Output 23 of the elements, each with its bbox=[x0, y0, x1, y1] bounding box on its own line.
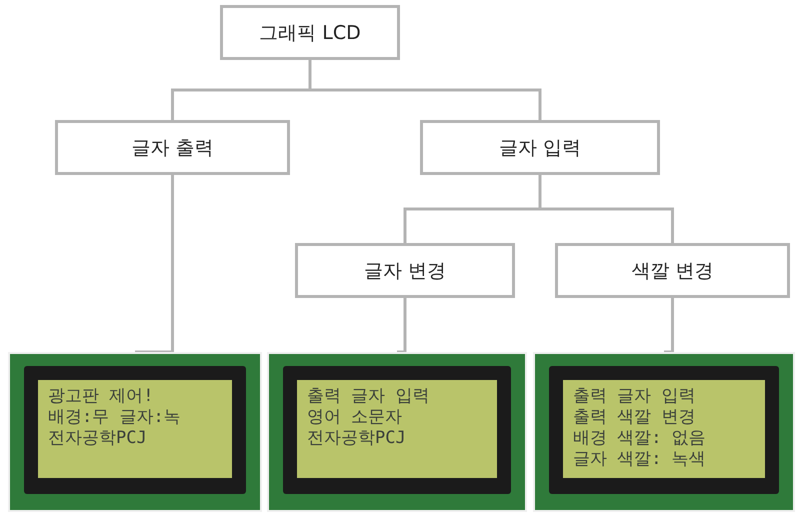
connector-line bbox=[134, 175, 174, 354]
connector-line bbox=[308, 60, 542, 120]
connector-line bbox=[396, 298, 406, 354]
lcd-photo bbox=[267, 352, 527, 512]
process-box: 색깔 변경 bbox=[555, 243, 790, 298]
connector-line bbox=[538, 175, 674, 243]
process-box: 글자 입력 bbox=[420, 120, 660, 175]
lcd-text: 출력 색깔 변경 bbox=[573, 407, 696, 428]
lcd-text: 광고판 제어! bbox=[48, 386, 154, 407]
connector-line bbox=[662, 298, 674, 354]
lcd-photo bbox=[533, 352, 795, 512]
lcd-text: 전자공학PCJ bbox=[307, 428, 407, 449]
lcd-text: 배경:무 글자:녹 bbox=[48, 407, 182, 428]
lcd-text: 글자 색깔: 녹색 bbox=[573, 449, 707, 470]
lcd-photo bbox=[8, 352, 262, 512]
lcd-text: 영어 소문자 bbox=[307, 407, 404, 428]
process-box: 그래픽 LCD bbox=[220, 5, 400, 60]
process-box: 글자 출력 bbox=[55, 120, 290, 175]
lcd-text: 출력 글자 입력 bbox=[307, 386, 430, 407]
lcd-text: 출력 글자 입력 bbox=[573, 386, 696, 407]
lcd-text: 배경 색깔: 없음 bbox=[573, 428, 707, 449]
lcd-text: 전자공학PCJ bbox=[48, 428, 148, 449]
process-box: 글자 변경 bbox=[295, 243, 515, 298]
